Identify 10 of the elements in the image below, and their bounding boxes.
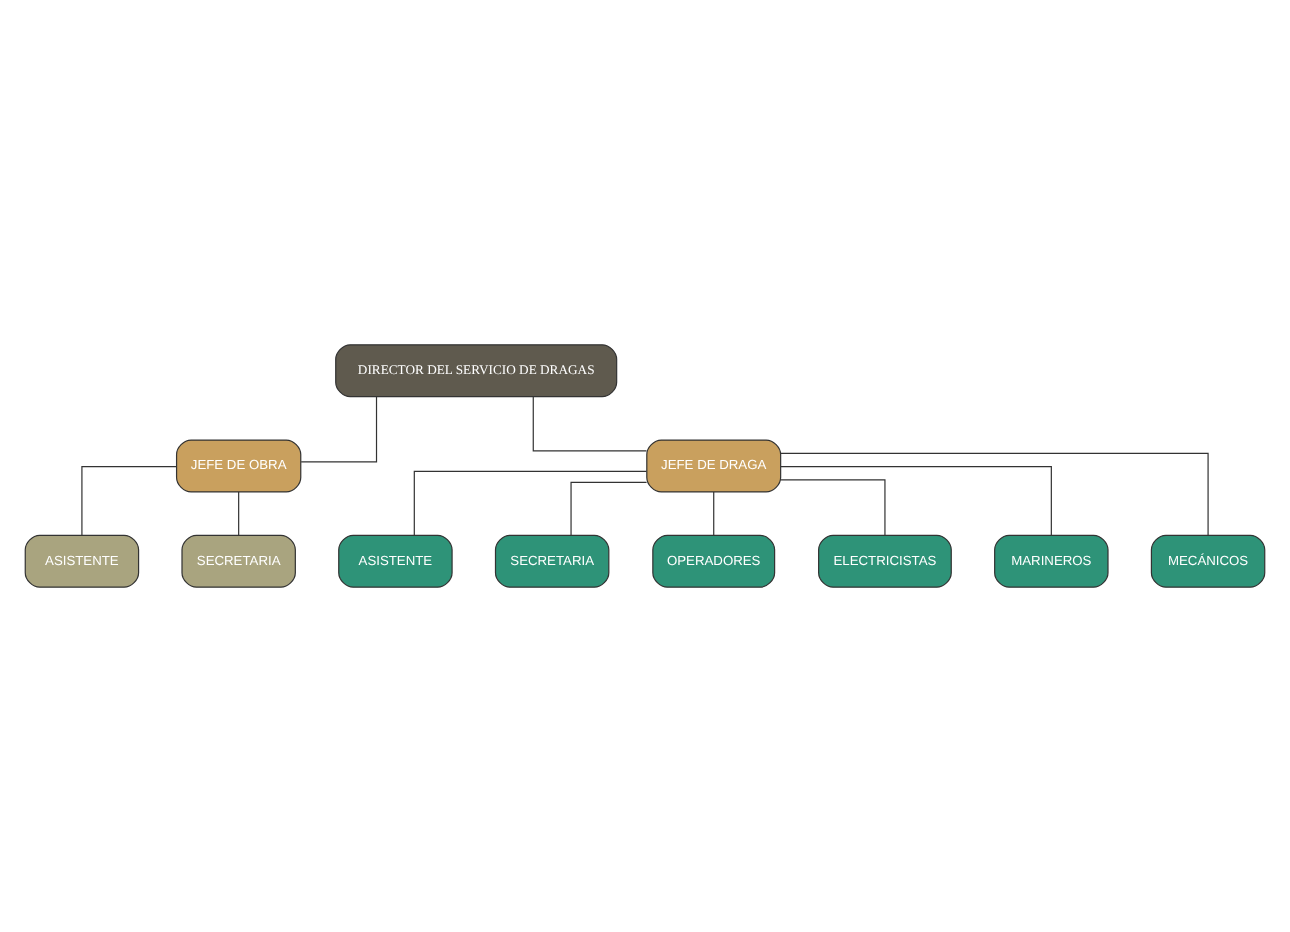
connector — [238, 491, 240, 536]
connector — [413, 470, 648, 536]
connector — [532, 396, 648, 452]
connector — [570, 481, 648, 536]
connector — [780, 466, 1052, 536]
connector — [780, 452, 1209, 536]
connector — [300, 396, 378, 463]
connector — [81, 466, 177, 536]
connector — [713, 491, 715, 536]
connector — [780, 479, 886, 536]
